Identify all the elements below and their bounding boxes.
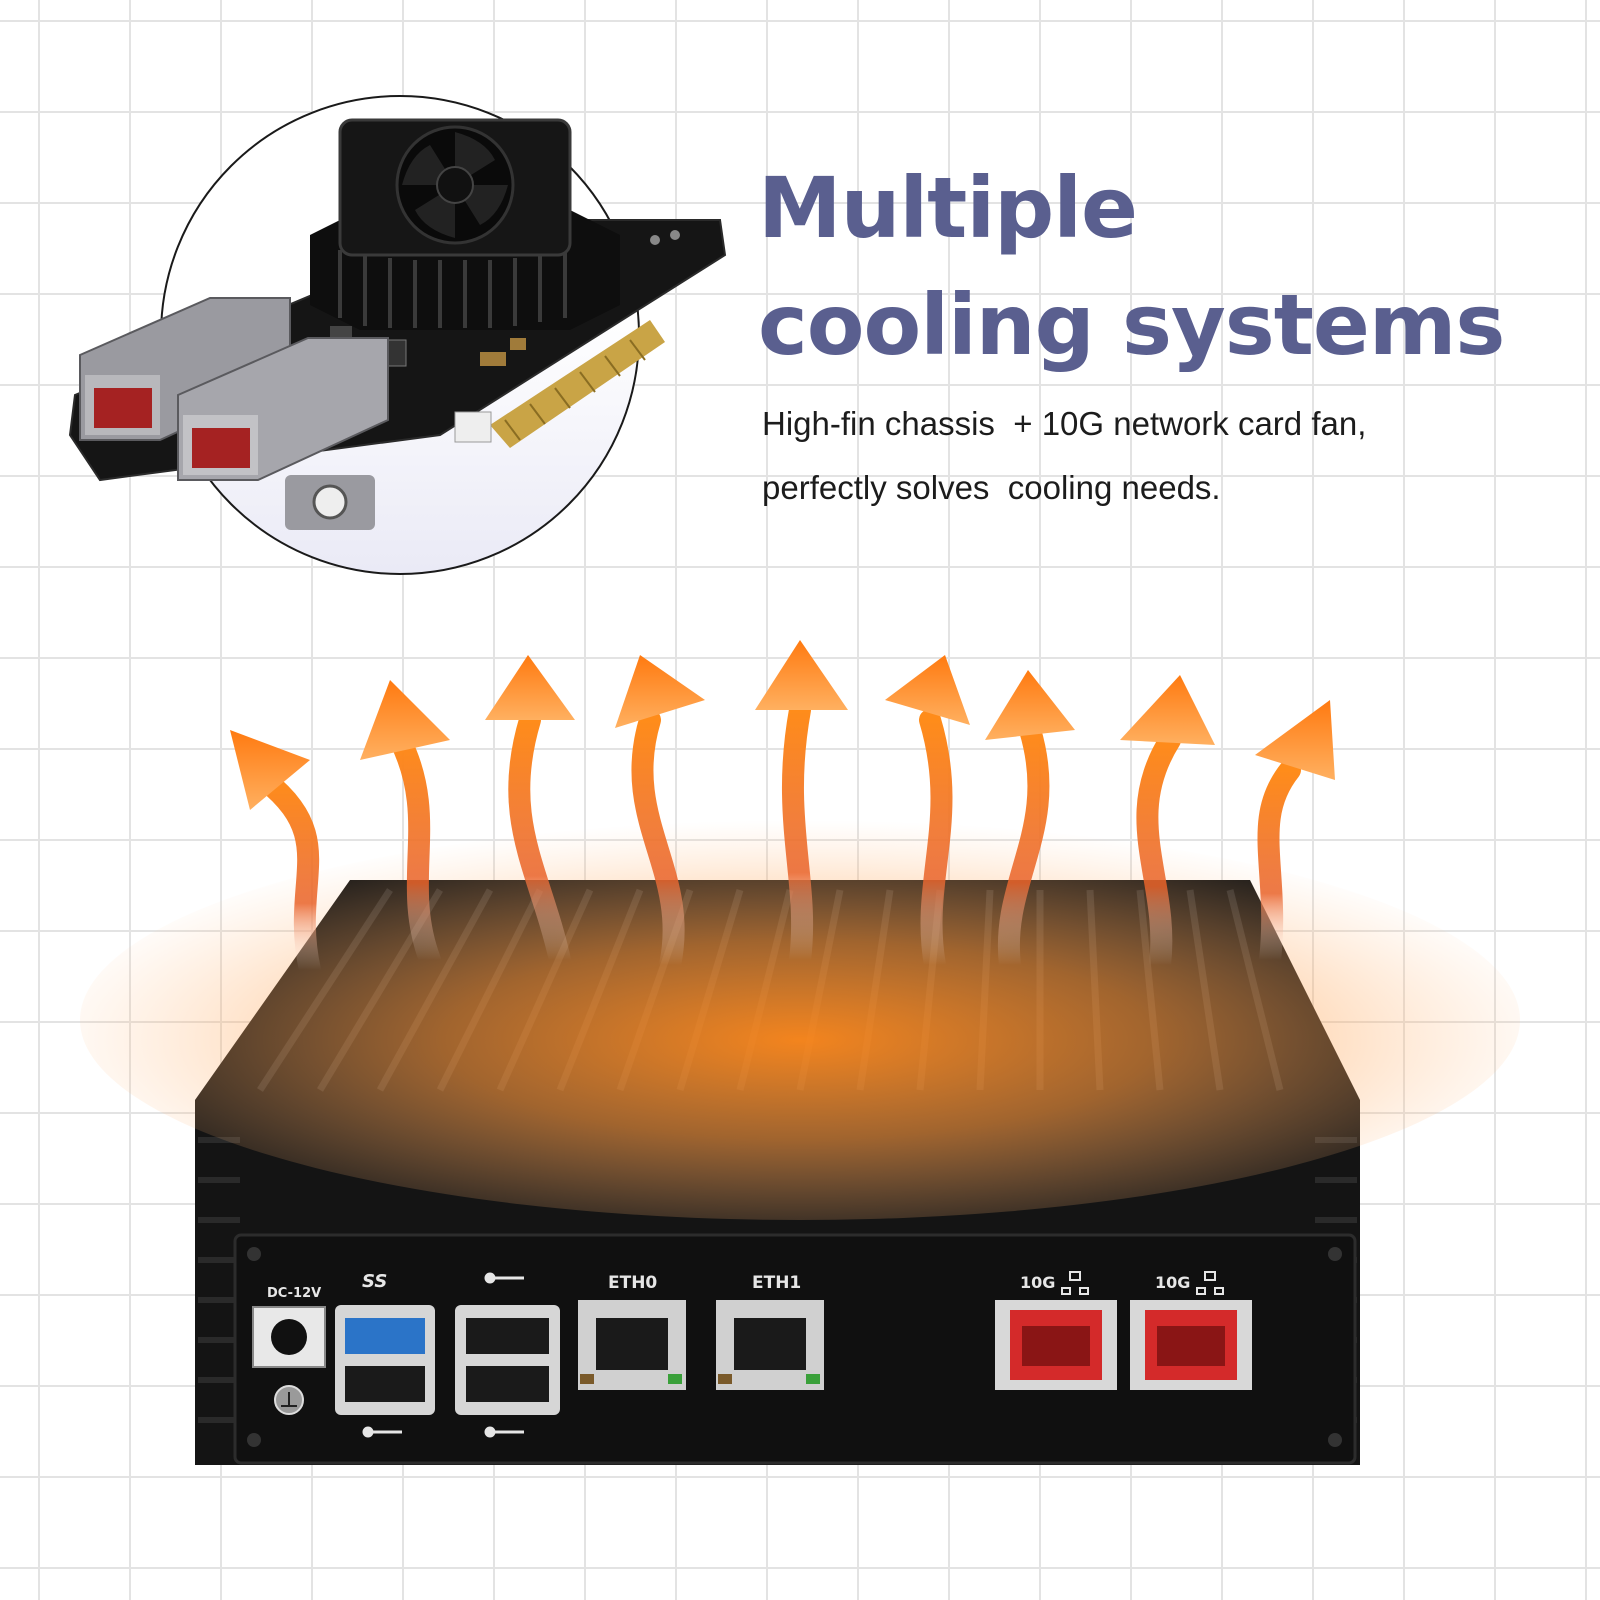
usb-icon: [362, 1272, 524, 1438]
heat-arrow-icon: [885, 655, 970, 976]
fan-icon: [310, 118, 620, 330]
heat-arrow-icon: [755, 640, 848, 971]
10g-port-2: 10G: [1130, 1271, 1252, 1390]
headline-line-2: cooling systems: [758, 276, 1505, 374]
10g-port-1: 10G: [995, 1271, 1117, 1390]
heat-arrow-icon: [985, 670, 1075, 976]
eth1-port: ETH1: [716, 1273, 824, 1390]
heat-arrow-icon: [230, 730, 321, 981]
heat-arrow-icon: [1255, 700, 1335, 971]
dc-label: DC-12V: [267, 1286, 321, 1301]
ground-icon: [274, 1385, 304, 1415]
network-icon: [1061, 1271, 1089, 1295]
10g-label-1: 10G: [1020, 1273, 1055, 1292]
subtitle: High-fin chassis + 10G network card fan,…: [762, 392, 1582, 520]
dc-power-jack: DC-12V: [252, 1286, 326, 1415]
usb3-port-stack: SS: [335, 1271, 435, 1415]
heat-arrow-icon: [1120, 675, 1215, 976]
headline-line-1: Multiple: [758, 159, 1138, 257]
usb2-port-stack: [455, 1305, 560, 1415]
card-rj45-ports: [79, 297, 389, 481]
usb3-label: SS: [362, 1271, 387, 1292]
network-card-image: [68, 118, 727, 530]
subtitle-line-1: High-fin chassis + 10G network card fan,: [762, 405, 1367, 442]
headline: Multiple cooling systems: [758, 150, 1558, 384]
heat-arrow-icon: [485, 655, 575, 971]
heat-arrows: [230, 640, 1335, 981]
heat-arrow-icon: [360, 680, 450, 971]
heat-arrow-icon: [615, 655, 705, 976]
network-icon: [1196, 1271, 1224, 1295]
eth0-label: ETH0: [608, 1273, 657, 1293]
eth0-port: ETH0: [578, 1273, 686, 1390]
10g-label-2: 10G: [1155, 1273, 1190, 1292]
mini-pc-device: DC-12V SS ETH0 ETH1: [80, 640, 1520, 1465]
eth1-label: ETH1: [752, 1273, 801, 1293]
subtitle-line-2: perfectly solves cooling needs.: [762, 469, 1221, 506]
